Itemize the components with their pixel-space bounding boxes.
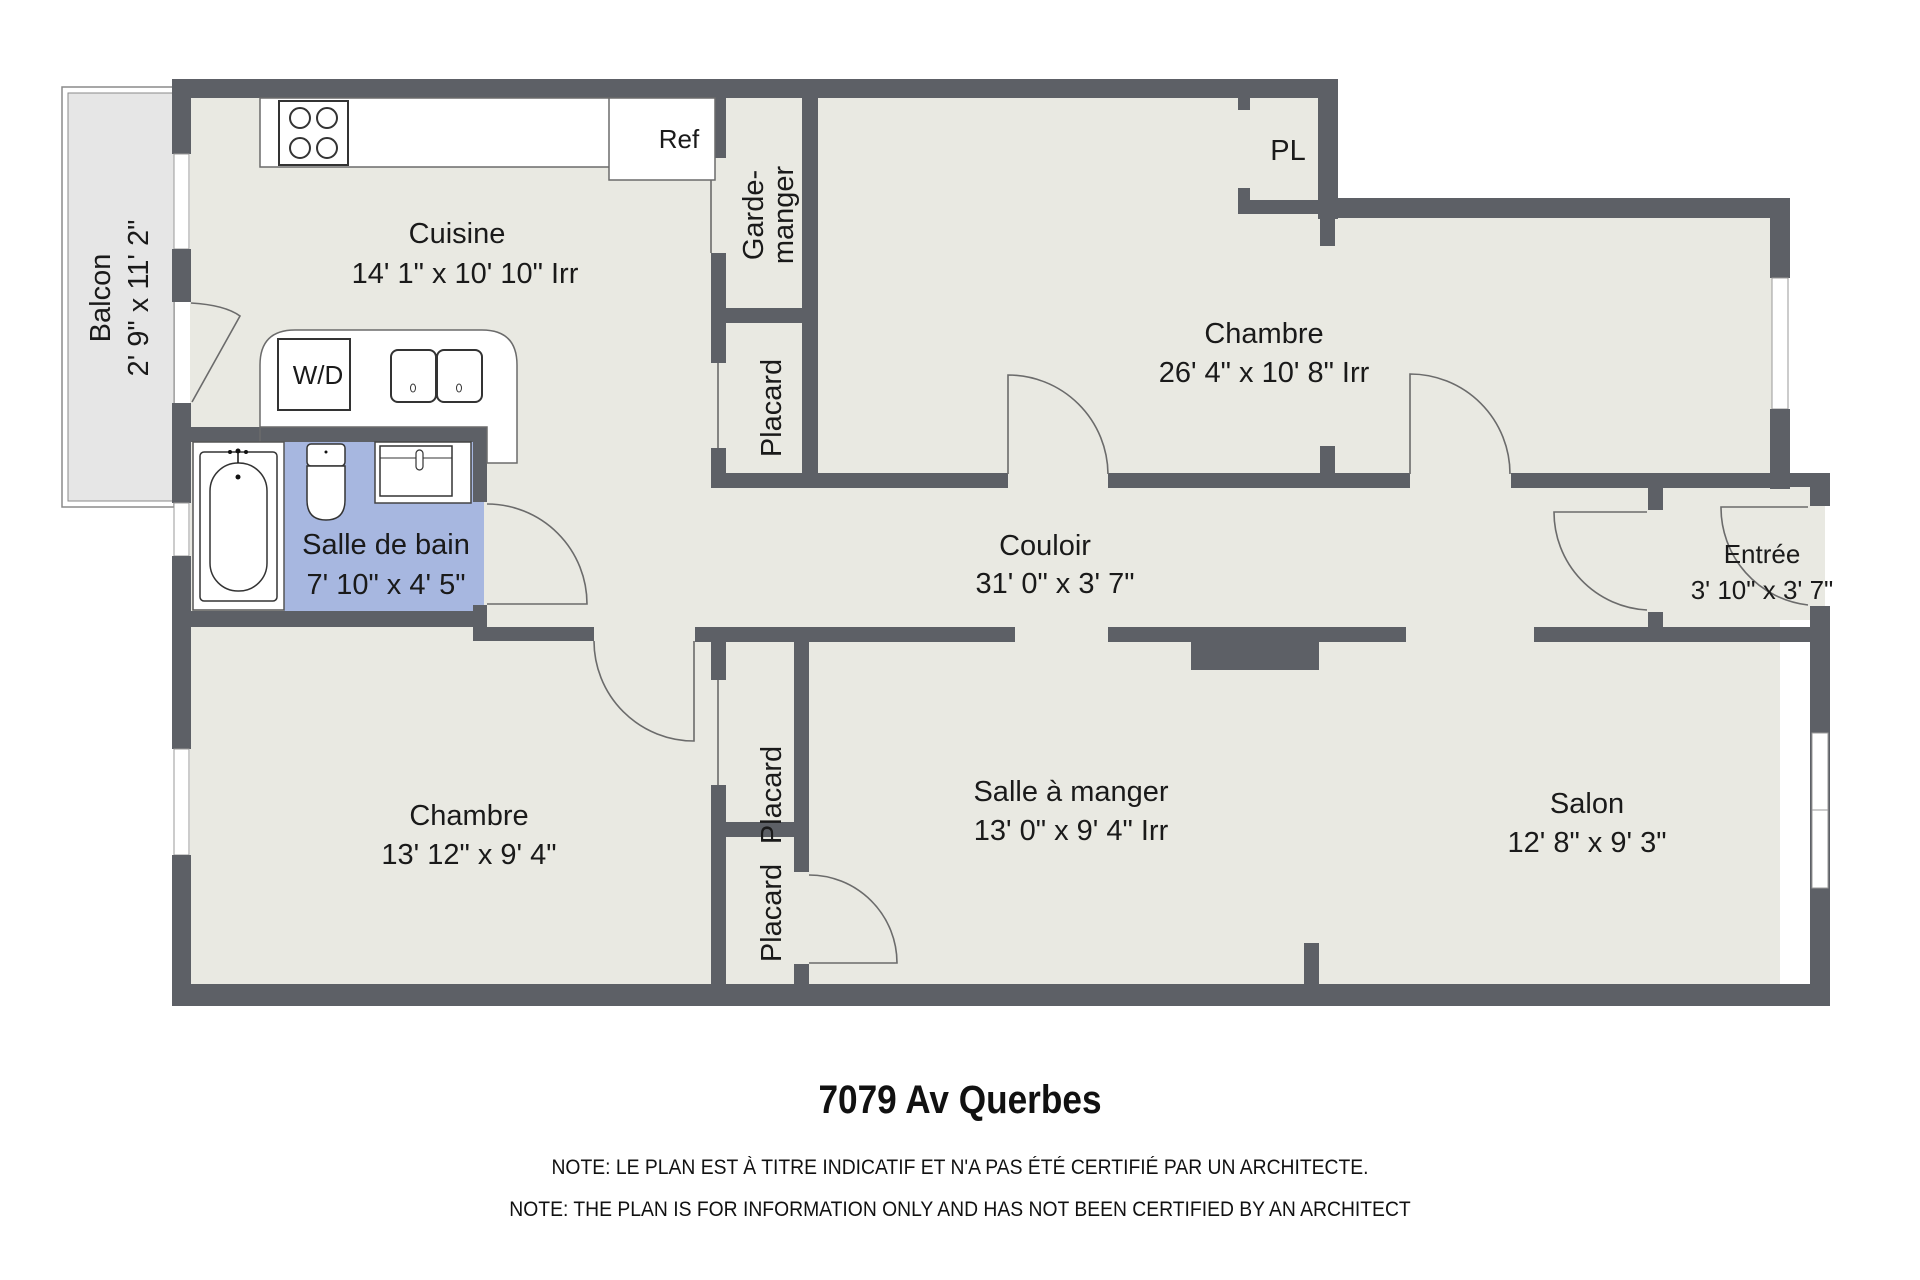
chambre-2-dims: 13' 12" x 9' 4": [381, 839, 556, 871]
cuisine-dims: 14' 1" x 10' 10" Irr: [352, 258, 579, 290]
svg-text:manger: manger: [768, 165, 800, 264]
salle-a-manger-name: Salle à manger: [973, 776, 1168, 808]
refrigerator: [608, 97, 716, 181]
chambre-main-name: Chambre: [1204, 318, 1323, 350]
chambre-main-dims: 26' 4" x 10' 8" Irr: [1159, 357, 1370, 389]
entree-front-door: [1720, 506, 1809, 606]
doors: [190, 158, 1809, 964]
svg-text:Balcon: Balcon: [85, 254, 117, 343]
couloir-dims: 31' 0" x 3' 7": [975, 568, 1134, 600]
balcony: [61, 86, 175, 508]
room-labels: Balcon 2' 9" x 11' 2" Cuisine 14' 1" x 1…: [85, 124, 1833, 962]
washer-dryer-label: W/D: [293, 360, 344, 390]
washer-dryer: [277, 338, 351, 411]
placard-mid-label: Placard: [756, 746, 788, 844]
floor-areas: [190, 96, 1825, 996]
toilet-icon: [306, 443, 346, 467]
kitchen-fixtures: [259, 97, 716, 464]
bedroom-2-door: [593, 640, 695, 742]
stove-icon: [278, 100, 349, 166]
refrigerator-label: Ref: [659, 124, 700, 154]
entree-dims: 3' 10" x 3' 7": [1691, 575, 1834, 605]
chambre-door-2: [1409, 373, 1511, 475]
placard-low-label: Placard: [756, 864, 788, 962]
salon-dims: 12' 8" x 9' 3": [1507, 827, 1666, 859]
balcony-label: Balcon 2' 9" x 11' 2": [85, 220, 155, 377]
bathroom-name: Salle de bain: [302, 529, 470, 561]
entree-inner-door: [1553, 511, 1648, 611]
svg-text:Placard: Placard: [756, 359, 788, 457]
garde-manger-label: Garde- manger: [738, 165, 800, 264]
sink-icon: [390, 349, 437, 403]
svg-text:Placard: Placard: [756, 864, 788, 962]
bathroom-dims: 7' 10" x 4' 5": [306, 569, 465, 601]
salle-a-manger-dims: 13' 0" x 9' 4" Irr: [974, 815, 1169, 847]
placard-door: [808, 874, 898, 964]
placard-top-label: Placard: [756, 359, 788, 457]
chambre-door-1: [1007, 374, 1109, 475]
pl-label: PL: [1270, 135, 1305, 167]
salon-name: Salon: [1550, 788, 1624, 820]
svg-text:2' 9" x 11' 2": 2' 9" x 11' 2": [123, 220, 155, 377]
cuisine-name: Cuisine: [409, 218, 506, 250]
disclaimer-en: NOTE: THE PLAN IS FOR INFORMATION ONLY A…: [509, 1198, 1411, 1221]
fireplace: [1191, 642, 1319, 670]
entree-name: Entrée: [1724, 539, 1801, 569]
plan-title: 7079 Av Querbes: [818, 1078, 1102, 1122]
bathroom-fixtures: [192, 441, 472, 611]
couloir-name: Couloir: [999, 530, 1091, 562]
chambre-2-name: Chambre: [409, 800, 528, 832]
walls: [172, 79, 1830, 1006]
svg-text:Placard: Placard: [756, 746, 788, 844]
disclaimer-fr: NOTE: LE PLAN EST À TITRE INDICATIF ET N…: [551, 1156, 1369, 1179]
balcony-door: [190, 302, 242, 403]
bathroom-door: [486, 503, 588, 605]
svg-text:Garde-: Garde-: [738, 170, 770, 260]
